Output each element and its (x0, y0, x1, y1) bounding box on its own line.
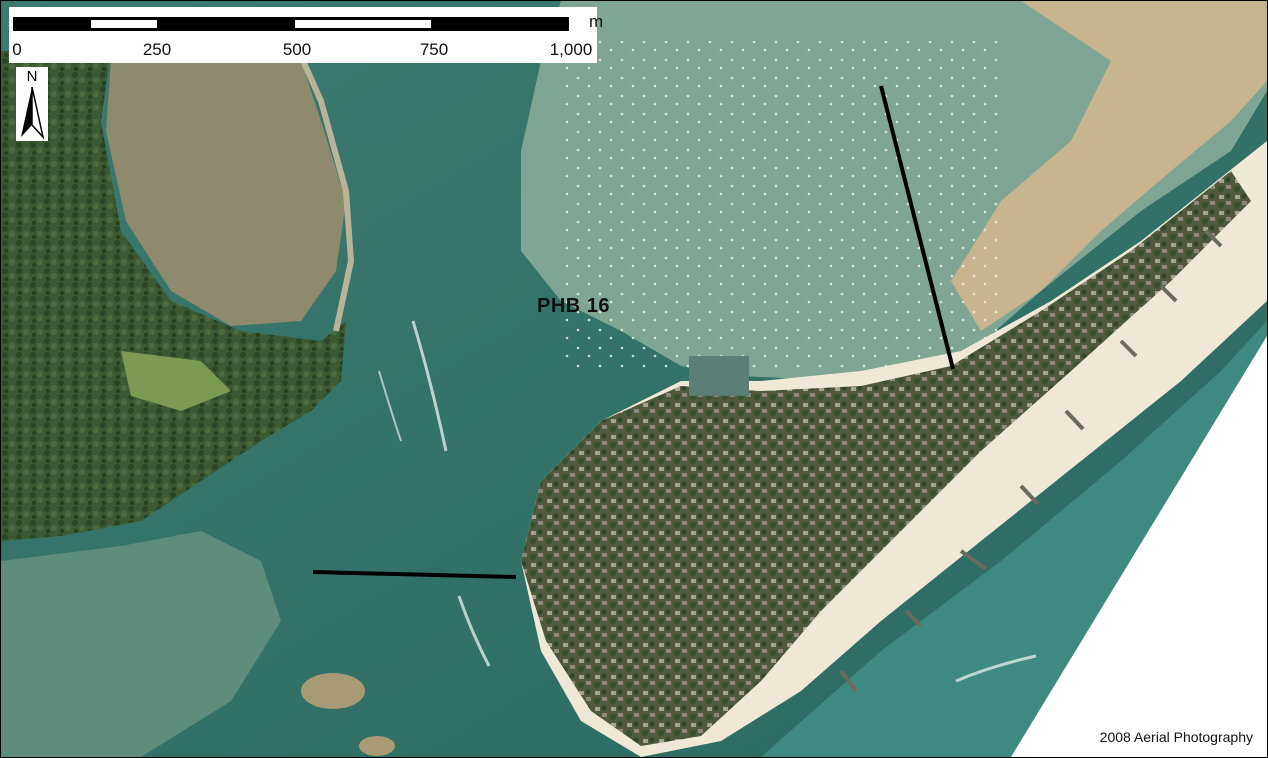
town-area (521, 171, 1251, 746)
boat-wake (378, 370, 402, 442)
no-data-area (1011, 336, 1267, 757)
dike (298, 54, 355, 332)
scale-tick-250: 250 (142, 40, 172, 59)
sand-islet-small (359, 736, 395, 756)
map-label: PHB 16 (537, 295, 611, 317)
scale-unit: m (589, 12, 604, 31)
sand-islet (301, 673, 365, 709)
ocean-side-water (761, 321, 1267, 757)
boat-wake (411, 320, 448, 452)
imagery-credit: 2008 Aerial Photography (1093, 723, 1259, 751)
groynes (839, 229, 1223, 693)
boat-wake (457, 595, 491, 667)
forest-land (1, 51, 346, 541)
scale-tick-750: 750 (419, 40, 449, 59)
scale-tick-0: 0 (12, 40, 22, 59)
scale-tick-1000: 1,000 (549, 40, 593, 59)
scale-bar: 0 250 500 750 1,000 m (9, 7, 603, 63)
north-letter: N (26, 68, 38, 85)
north-arrow-icon (21, 86, 45, 140)
north-arrow: N (16, 67, 48, 141)
lawn (121, 351, 231, 411)
shallow-sw (1, 531, 281, 757)
transect-line-west (312, 570, 517, 579)
sandbank (951, 1, 1267, 331)
transect-line-north (879, 85, 955, 370)
scale-bar-graphic (13, 17, 569, 31)
scale-tick-500: 500 (282, 40, 312, 59)
boat-wake (955, 654, 1037, 683)
marsh-lagoon (106, 61, 346, 326)
marina (689, 356, 749, 396)
mooring-field (561, 41, 1001, 371)
